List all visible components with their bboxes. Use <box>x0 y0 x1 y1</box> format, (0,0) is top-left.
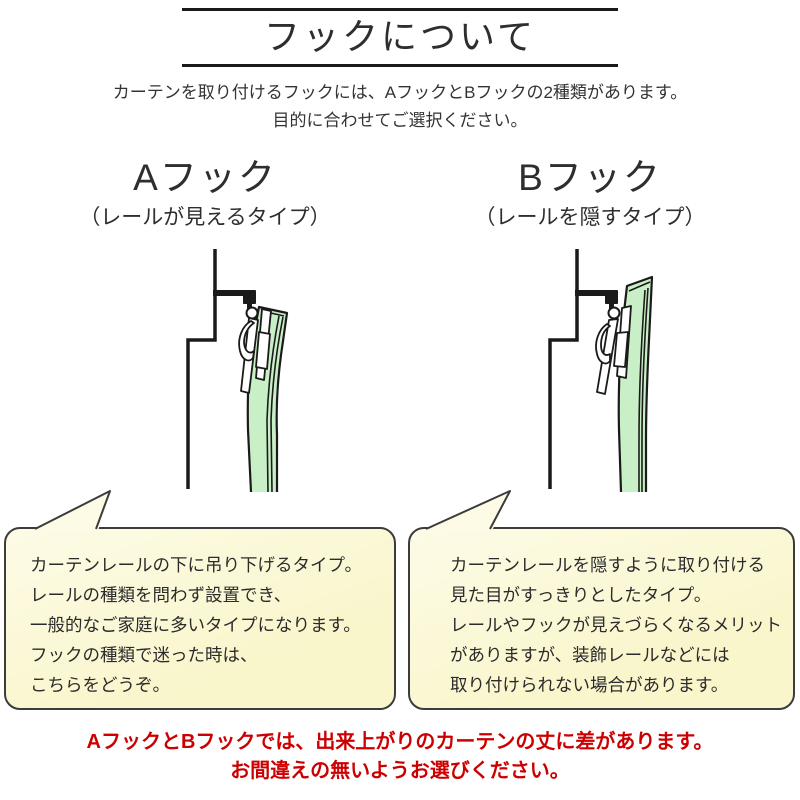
column-a-heading-block: Aフック （レールが見えるタイプ） <box>40 156 370 232</box>
page-title-box: フックについて <box>182 8 618 67</box>
column-b-heading-block: Bフック （レールを隠すタイプ） <box>425 156 755 232</box>
hook-a-subheading: （レールが見えるタイプ） <box>79 206 331 229</box>
bubble-a-line: フックの種類で迷った時は、 <box>30 645 258 665</box>
hook-tape-b <box>616 305 632 379</box>
hook-curl-a <box>238 320 255 362</box>
bubble-b-line: がありますが、装飾レールなどには <box>450 645 730 665</box>
curtain-b <box>618 277 652 492</box>
rail-eyelet-b <box>607 306 621 320</box>
curtain-a <box>247 307 287 492</box>
hook-b-heading: Bフック <box>518 157 662 198</box>
hook-b-description-bubble: カーテンレールを隠すように取り付ける 見た目がすっきりとしたタイプ。 レールやフ… <box>408 527 795 710</box>
wall-outline-b <box>548 249 579 489</box>
warning-line-2: お間違えの無いようお選びください。 <box>230 760 570 782</box>
diagram-b-rail-hidden <box>548 249 654 493</box>
bubble-a-line: カーテンレールの下に吊り下げるタイプ。 <box>30 555 362 575</box>
curtain-outline-b <box>617 275 654 493</box>
hook-tab-a <box>255 331 271 370</box>
bubble-a-line: レールの種類を問わず設置でき、 <box>30 585 292 605</box>
intro-text: カーテンを取り付けるフックには、AフックとBフックの2種類があります。 目的に合… <box>0 79 800 135</box>
bubble-b-line: 見た目がすっきりとしたタイプ。 <box>450 585 712 605</box>
curtain-rail-a <box>243 290 256 304</box>
hook-body-a <box>240 317 259 394</box>
bubble-tails <box>33 490 511 531</box>
page-title: フックについて <box>264 16 536 57</box>
warning-line-1: AフックとBフックでは、出来上がりのカーテンの丈に差があります。 <box>86 731 714 753</box>
bubble-a-line: こちらをどうぞ。 <box>30 675 170 695</box>
bubble-b-tail <box>424 491 510 531</box>
curtain-fold-lines-a <box>261 310 285 493</box>
hook-tape-a <box>255 308 272 381</box>
warning-text: AフックとBフックでは、出来上がりのカーテンの丈に差があります。 お間違えの無い… <box>0 728 800 786</box>
rail-stem-a <box>247 303 252 309</box>
hook-diagrams <box>33 249 654 531</box>
bubble-b-line: カーテンレールを隠すように取り付ける <box>450 555 765 575</box>
hook-a-heading: Aフック <box>133 157 277 198</box>
rail-stem-b <box>609 303 614 309</box>
bubble-a-line: 一般的なご家庭に多いタイプになります。 <box>30 615 361 635</box>
hook-body-b <box>596 318 619 395</box>
curtain-fold-lines-b <box>628 281 651 492</box>
curtain-rail-b <box>605 290 618 304</box>
curtain-outline-a <box>246 305 289 493</box>
bubble-a-tail-outline <box>34 490 111 530</box>
wall-outline-a <box>186 249 217 489</box>
diagram-a-rail-visible <box>186 249 289 493</box>
hook-curl-b <box>595 323 611 365</box>
hook-b-subheading: （レールを隠すタイプ） <box>474 206 706 229</box>
intro-line-2: 目的に合わせてご選択ください。 <box>272 111 528 130</box>
hook-tab-b <box>613 331 629 368</box>
hook-a-description-bubble: カーテンレールの下に吊り下げるタイプ。 レールの種類を問わず設置でき、 一般的な… <box>4 527 396 710</box>
bubble-b-tail-outline <box>425 490 511 530</box>
intro-line-1: カーテンを取り付けるフックには、AフックとBフックの2種類があります。 <box>112 83 688 102</box>
bubble-b-line: 取り付けられない場合があります。 <box>450 675 729 695</box>
rail-eyelet-a <box>245 306 259 320</box>
bubble-b-line: レールやフックが見えづらくなるメリット <box>450 615 782 635</box>
bubble-a-tail <box>33 491 110 531</box>
